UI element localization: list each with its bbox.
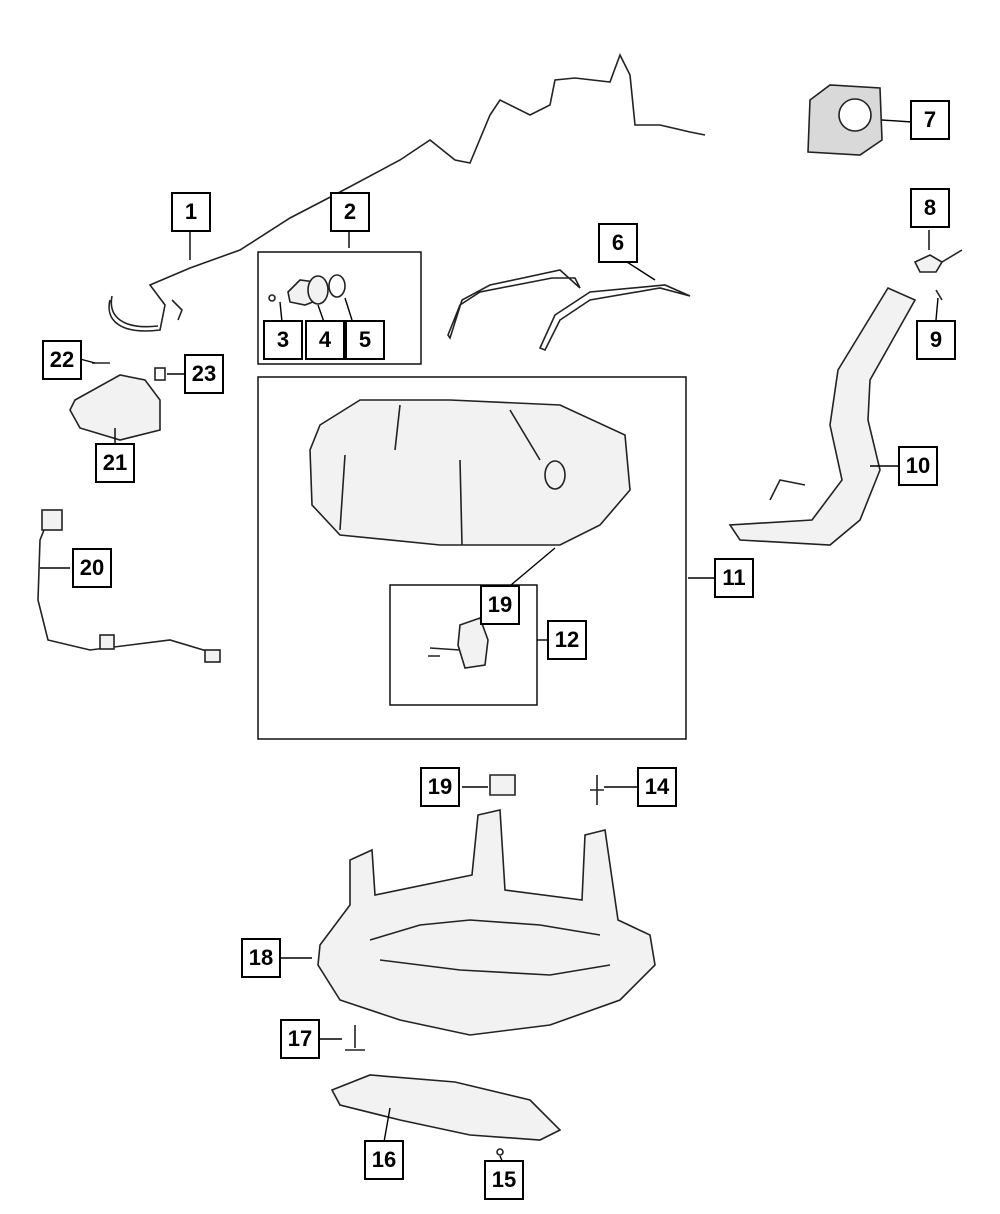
wiring-harness-part[interactable] [37,509,221,663]
small-fastener-part[interactable] [496,1148,504,1156]
callout-4[interactable]: 4 [305,320,345,360]
callout-12[interactable]: 12 [547,620,587,660]
group-box-2 [257,251,422,365]
callout-11[interactable]: 11 [714,558,754,598]
callout-14[interactable]: 14 [637,767,677,807]
callout-20[interactable]: 20 [72,548,112,588]
skid-plate-part[interactable] [317,809,656,1036]
fuel-pump-module-part[interactable] [268,274,346,306]
callout-19-lower[interactable]: 19 [420,767,460,807]
callout-17[interactable]: 17 [280,1019,320,1059]
leader-tank-to-12 [504,547,556,591]
callout-15[interactable]: 15 [484,1160,524,1200]
callout-9[interactable]: 9 [916,320,956,360]
clip-part[interactable] [590,775,604,805]
group-box-12 [389,584,538,706]
callout-8[interactable]: 8 [910,188,950,228]
grommet-part[interactable] [489,774,516,796]
fuel-cap-part[interactable] [913,249,963,273]
callout-10[interactable]: 10 [898,446,938,486]
group-box-11 [257,376,687,740]
lower-shield-part[interactable] [330,1074,562,1141]
nut-23-part[interactable] [154,367,166,381]
callout-2[interactable]: 2 [330,192,370,232]
fuel-tank-part[interactable] [309,399,631,546]
filler-tube-part[interactable] [728,286,917,546]
callout-5[interactable]: 5 [345,320,385,360]
callout-18[interactable]: 18 [241,938,281,978]
fuel-tank-straps-part[interactable] [447,269,691,352]
leader-lines [40,119,939,1164]
callout-16[interactable]: 16 [364,1140,404,1180]
callout-22[interactable]: 22 [42,340,82,380]
callout-23[interactable]: 23 [184,354,224,394]
callout-21[interactable]: 21 [95,443,135,483]
pump-assembly-part[interactable] [428,616,489,669]
callout-1[interactable]: 1 [171,192,211,232]
callout-19-upper[interactable]: 19 [480,585,520,625]
bolt-part[interactable] [345,1025,365,1051]
callout-3[interactable]: 3 [263,320,303,360]
callout-7[interactable]: 7 [910,100,950,140]
fuel-line-part[interactable] [108,52,706,332]
bracket-part[interactable] [69,374,161,441]
screw-part[interactable] [935,289,943,301]
callout-6[interactable]: 6 [598,223,638,263]
heat-shield-part[interactable] [807,84,883,156]
